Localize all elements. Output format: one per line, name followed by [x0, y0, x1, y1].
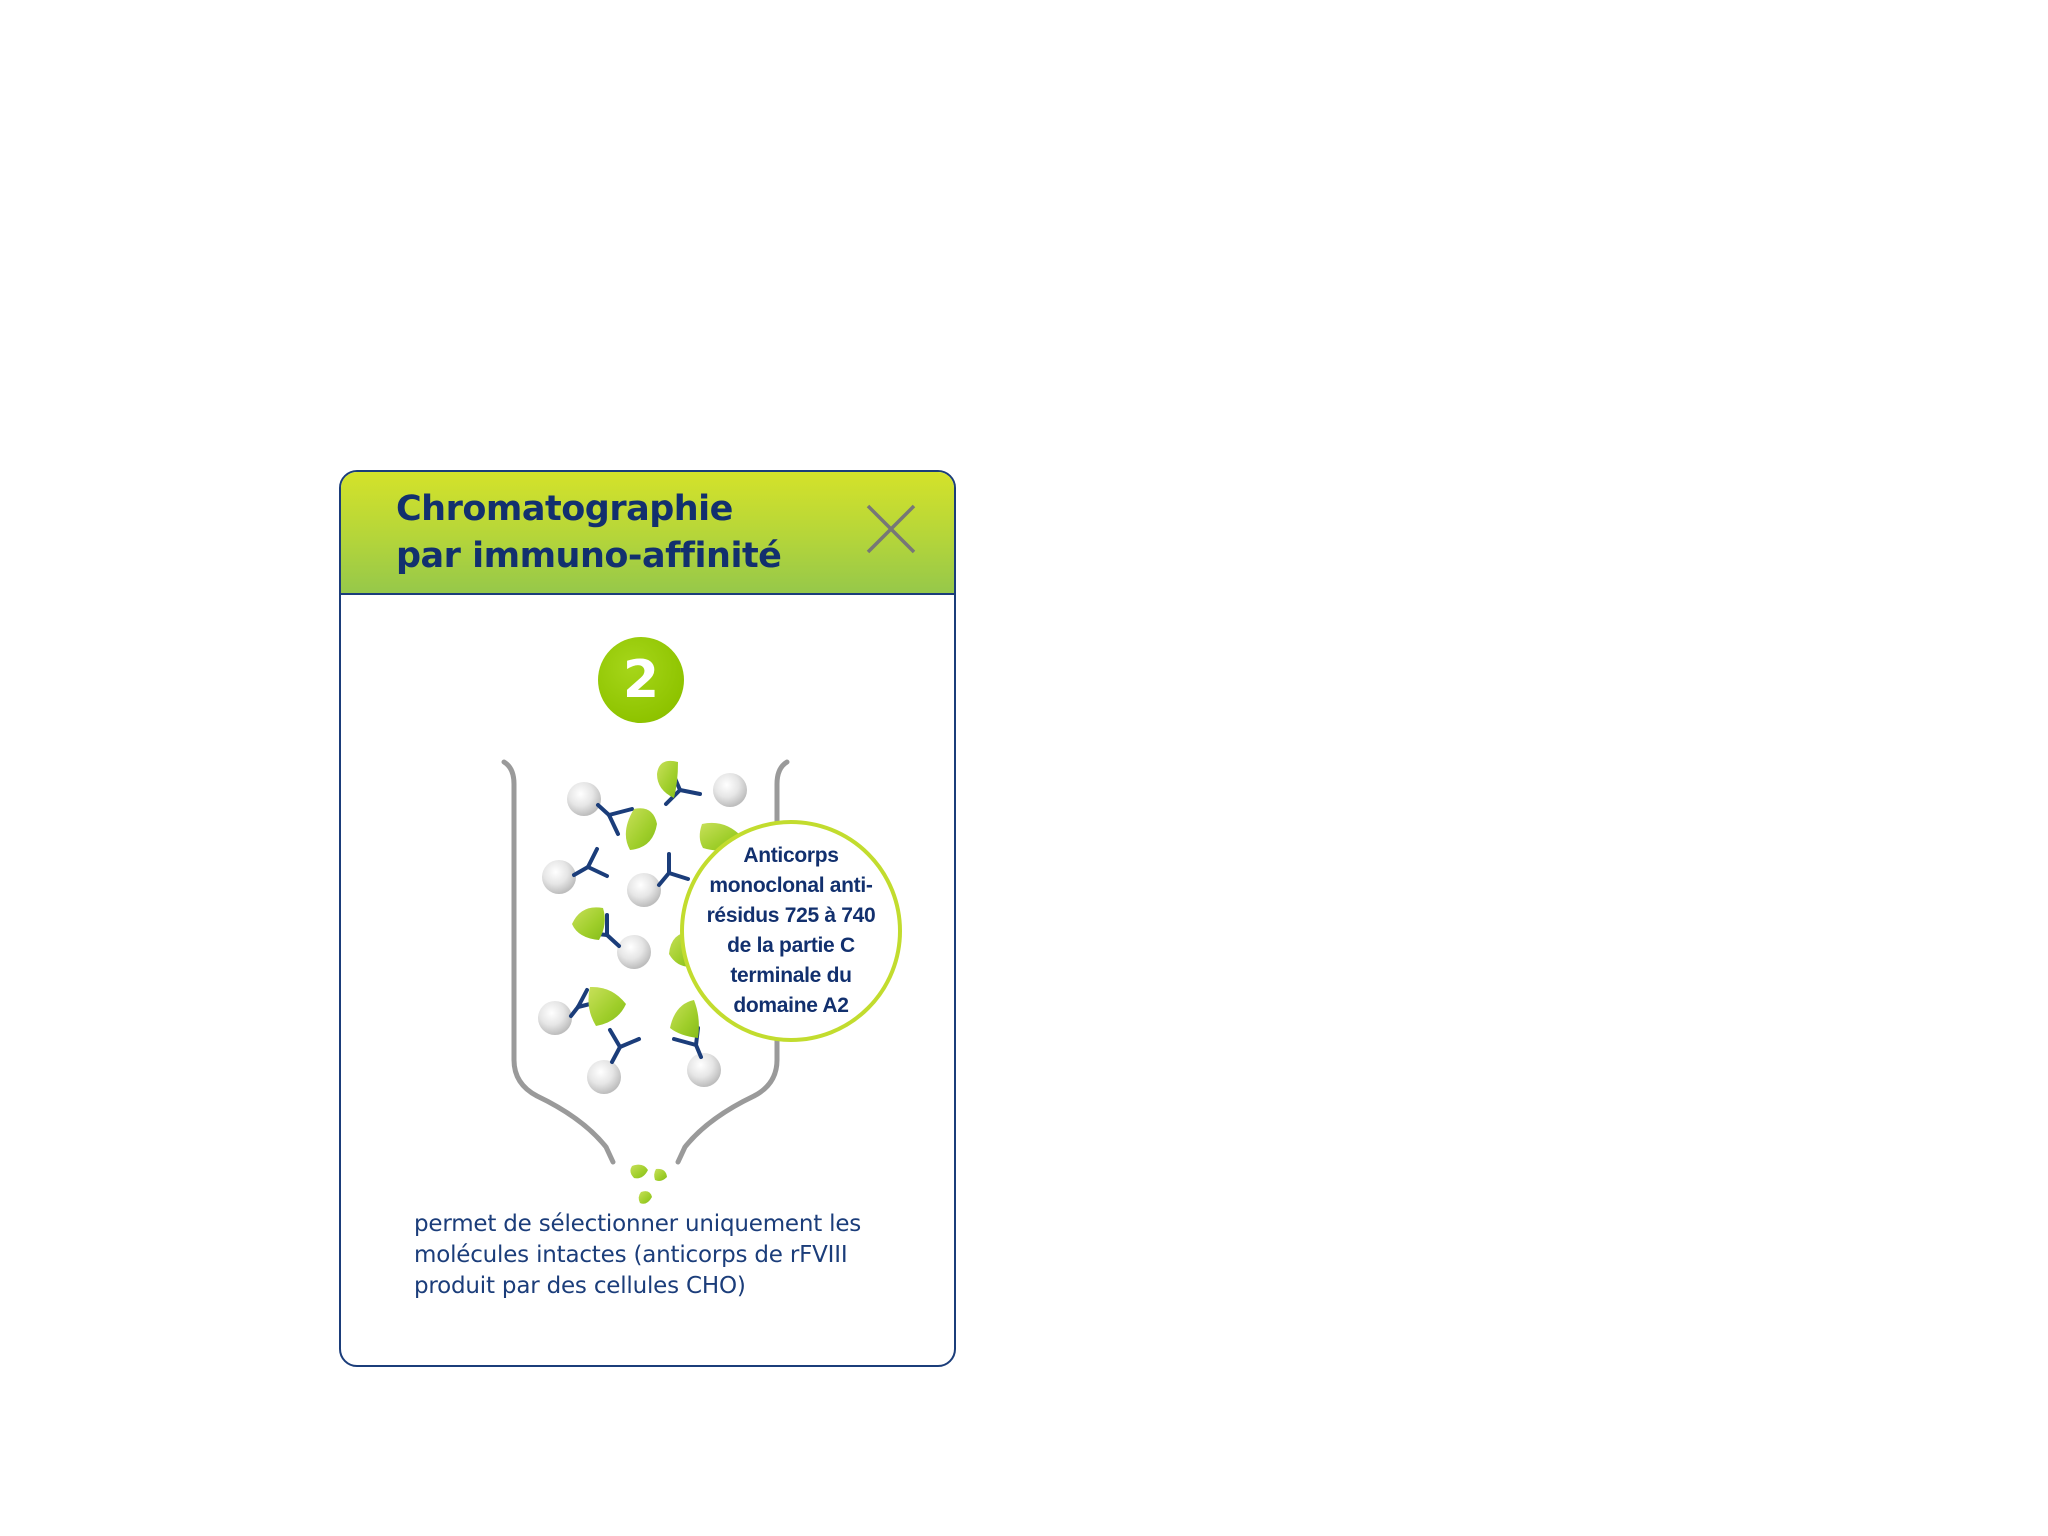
- rfviii-molecule: [670, 1000, 699, 1038]
- eluted-fragment: [630, 1164, 648, 1179]
- info-card: Chromatographie par immuno-affinité: [339, 470, 956, 1367]
- card-title-line1: Chromatographie: [396, 489, 733, 529]
- antibody-shape: [657, 852, 690, 887]
- column-outline: [501, 759, 790, 1165]
- beads-group: [538, 773, 747, 1094]
- bead: [538, 1001, 572, 1035]
- column-right-wall: [675, 759, 790, 1165]
- bead: [567, 782, 601, 816]
- card-caption: permet de sélectionner uniquement les mo…: [414, 1211, 862, 1299]
- bead: [617, 935, 651, 969]
- antibody-callout: Anticorps monoclonal anti-résidus 725 à …: [680, 820, 902, 1042]
- column-left-wall: [501, 759, 616, 1165]
- step-number-badge: 2: [598, 637, 684, 723]
- card-header: Chromatographie par immuno-affinité: [341, 472, 954, 595]
- bead: [587, 1060, 621, 1094]
- rfviii-molecule: [588, 986, 626, 1026]
- rfviii-molecule: [572, 907, 605, 940]
- callout-text: Anticorps monoclonal anti-résidus 725 à …: [706, 844, 876, 1017]
- bead: [542, 860, 576, 894]
- rfviii-molecule: [625, 808, 657, 850]
- card-title: Chromatographie par immuno-affinité: [396, 486, 816, 580]
- rfviii-molecule: [657, 760, 678, 798]
- bead: [713, 773, 747, 807]
- antibody-shape: [596, 803, 634, 836]
- bead: [627, 873, 661, 907]
- eluted-molecules: [630, 1164, 667, 1204]
- card-title-line2: par immuno-affinité: [396, 536, 782, 576]
- close-icon: [866, 504, 916, 554]
- eluted-fragment: [638, 1191, 652, 1204]
- chromatography-diagram: [501, 759, 790, 1204]
- bead: [687, 1053, 721, 1087]
- eluted-fragment: [654, 1168, 667, 1181]
- close-button[interactable]: [864, 502, 918, 556]
- antibody-shape: [608, 1028, 641, 1064]
- antibody-shape: [572, 847, 609, 878]
